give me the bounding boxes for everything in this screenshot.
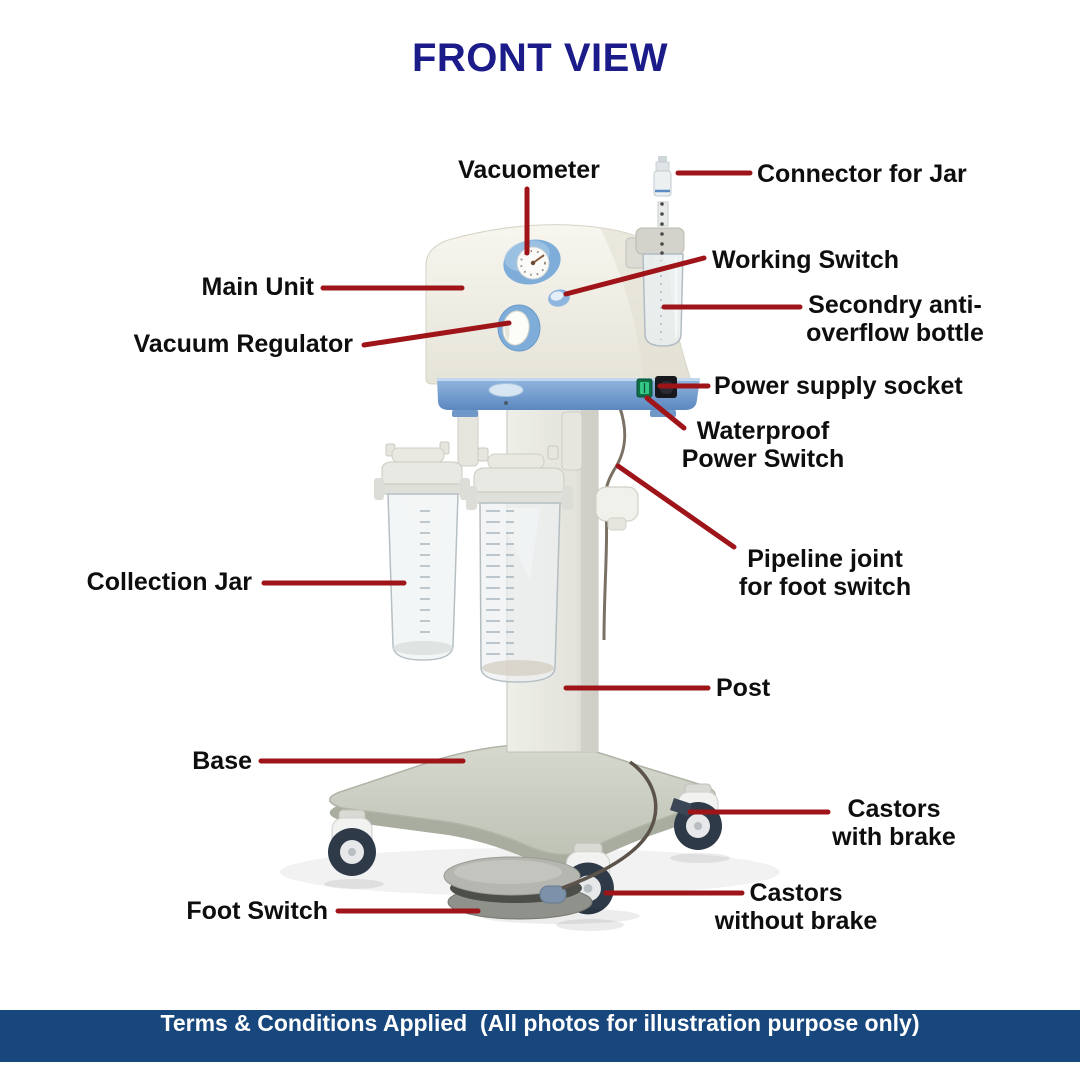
label-waterproof-power-switch: Waterproof Power Switch xyxy=(681,417,845,473)
label-foot-switch: Foot Switch xyxy=(186,897,328,925)
vacuometer-gauge xyxy=(503,239,561,285)
jar-hanger-right xyxy=(561,411,583,471)
dotted-line xyxy=(660,202,664,255)
label-castors-without-brake: Castors without brake xyxy=(714,879,878,935)
label-collection-jar: Collection Jar xyxy=(86,568,252,596)
base xyxy=(329,743,716,868)
label-secondary-anti-overflow-bottle: Secondry anti- overflow bottle xyxy=(806,291,984,347)
secondary-anti-overflow-bottle xyxy=(625,201,685,347)
foot-switch-pedal xyxy=(443,760,658,924)
leader-working-switch xyxy=(563,255,707,297)
jar-connector xyxy=(653,156,672,197)
castor-shadow xyxy=(670,853,730,863)
leader-waterproof-power-switch xyxy=(644,395,687,431)
label-vacuometer: Vacuometer xyxy=(458,156,600,184)
label-pipeline-joint: Pipeline joint for foot switch xyxy=(738,545,912,601)
label-working-switch: Working Switch xyxy=(712,246,900,274)
page-title: FRONT VIEW xyxy=(411,36,669,80)
label-connector-for-jar: Connector for Jar xyxy=(757,160,967,188)
vacuum-regulator-knob xyxy=(497,304,541,352)
label-post: Post xyxy=(716,674,771,702)
castor-shadow xyxy=(324,879,384,889)
collection-jar-left xyxy=(374,441,470,661)
leader-vacuum-regulator xyxy=(361,320,512,348)
pipeline-joint-bracket xyxy=(595,486,639,531)
collection-jar-right xyxy=(466,445,573,683)
castor-shadow xyxy=(556,919,624,931)
label-power-supply-socket: Power supply socket xyxy=(714,372,963,400)
label-base: Base xyxy=(192,747,252,775)
castor-with-brake xyxy=(670,783,723,851)
label-main-unit: Main Unit xyxy=(201,273,315,301)
footer-text: Terms & Conditions Applied (All photos f… xyxy=(160,1010,920,1036)
label-vacuum-regulator: Vacuum Regulator xyxy=(133,330,354,358)
leader-lines xyxy=(258,170,831,914)
label-castors-with-brake: Castors with brake xyxy=(832,795,956,851)
leader-pipeline-joint xyxy=(615,463,737,550)
footer-bar: Terms & Conditions Applied (All photos f… xyxy=(0,1010,1080,1062)
